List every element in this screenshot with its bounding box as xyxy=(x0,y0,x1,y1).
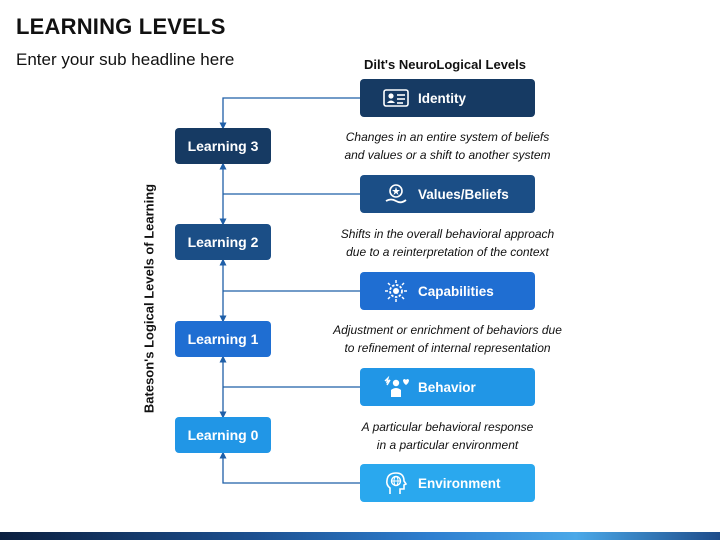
behavior-box: Behavior xyxy=(360,368,535,406)
learning-0-label: Learning 0 xyxy=(187,427,259,443)
description-line: and values or a shift to another system xyxy=(344,148,551,162)
page-title: LEARNING LEVELS xyxy=(16,14,226,39)
head-globe-icon xyxy=(382,471,410,495)
learning-1-description: Adjustment or enrichment of behaviors du… xyxy=(305,321,590,357)
behavior-person-icon xyxy=(382,375,410,399)
learning-0-description: A particular behavioral response in a pa… xyxy=(305,418,590,454)
bottom-gradient-bar xyxy=(0,532,720,540)
learning-0-box: Learning 0 xyxy=(175,417,271,453)
learning-2-description: Shifts in the overall behavioral approac… xyxy=(305,225,590,261)
learning-1-box: Learning 1 xyxy=(175,321,271,357)
description-line: Shifts in the overall behavioral approac… xyxy=(340,227,555,241)
identity-label: Identity xyxy=(418,90,467,106)
values-beliefs-icon xyxy=(382,182,410,206)
values-beliefs-label: Values/Beliefs xyxy=(418,186,509,202)
identity-connector xyxy=(219,97,360,130)
description-line: to refinement of internal representation xyxy=(344,341,551,355)
behavior-label: Behavior xyxy=(418,379,476,395)
learning-1-label: Learning 1 xyxy=(187,331,259,347)
id-card-icon xyxy=(382,86,410,110)
description-line: Changes in an entire system of beliefs xyxy=(345,130,550,144)
learning-3-box: Learning 3 xyxy=(175,128,271,164)
description-line: in a particular environment xyxy=(376,438,519,452)
environment-connector xyxy=(219,451,360,484)
description-line: A particular behavioral response xyxy=(361,420,534,434)
values-beliefs-box: Values/Beliefs xyxy=(360,175,535,213)
learning-2-label: Learning 2 xyxy=(187,234,259,250)
capabilities-box: Capabilities xyxy=(360,272,535,310)
identity-box: Identity xyxy=(360,79,535,117)
gear-bulb-icon xyxy=(382,279,410,303)
dilts-levels-heading: Dilt's NeuroLogical Levels xyxy=(363,57,527,72)
learning-2-box: Learning 2 xyxy=(175,224,271,260)
description-line: Adjustment or enrichment of behaviors du… xyxy=(333,323,562,337)
environment-label: Environment xyxy=(418,475,501,491)
capabilities-label: Capabilities xyxy=(418,283,494,299)
page-subtitle: Enter your sub headline here xyxy=(16,50,235,69)
environment-box: Environment xyxy=(360,464,535,502)
description-line: due to a reinterpretation of the context xyxy=(346,245,549,259)
learning-3-description: Changes in an entire system of beliefs a… xyxy=(305,128,590,164)
learning-3-label: Learning 3 xyxy=(187,138,259,154)
